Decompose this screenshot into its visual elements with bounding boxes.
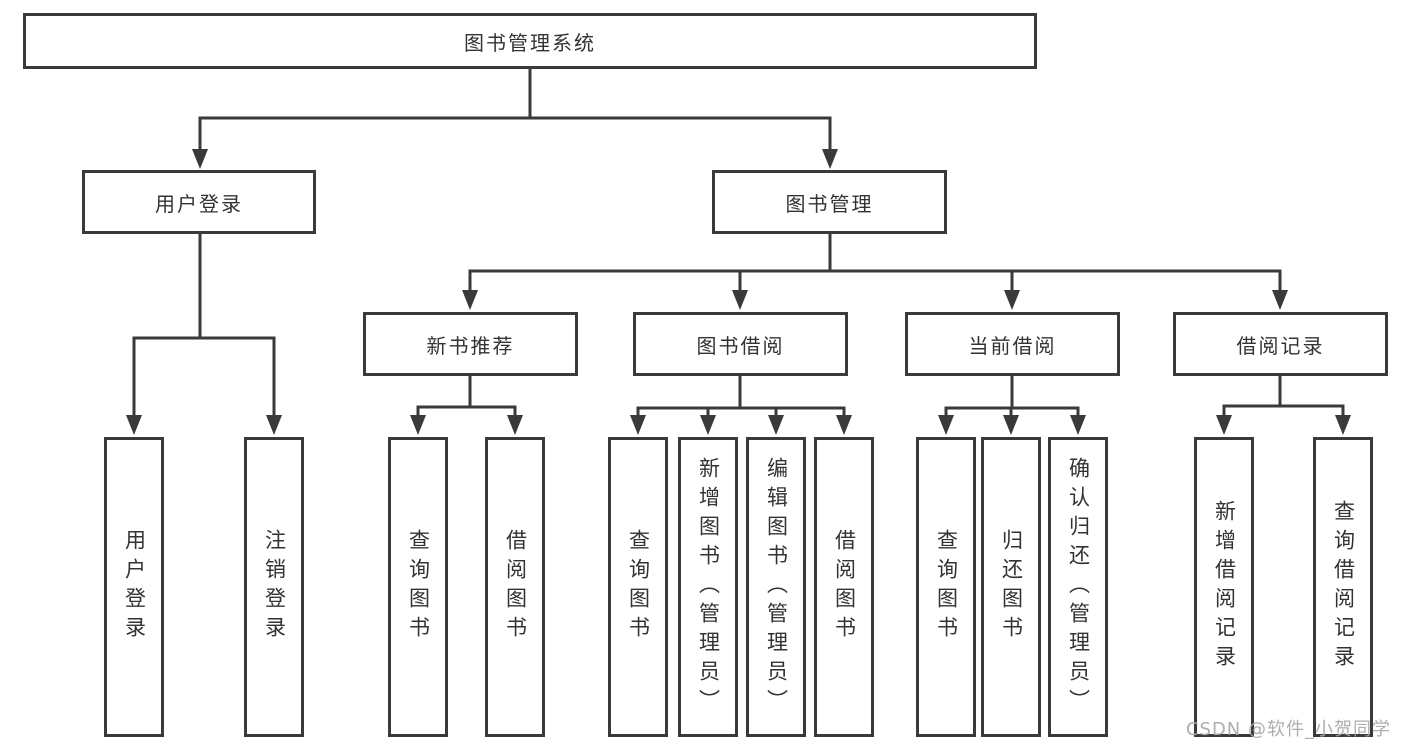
csdn-watermark: CSDN @软件_小贺同学 <box>1185 719 1391 740</box>
leaf-logout: 注销登录 <box>244 437 304 737</box>
leaf-query-borrow-record: 查询借阅记录 <box>1313 437 1373 737</box>
leaf-confirm-return-admin: 确认归还（管理员） <box>1048 437 1108 737</box>
node-library-management-system: 图书管理系统 <box>23 13 1037 69</box>
leaf-user-login: 用户登录 <box>104 437 164 737</box>
node-book-management: 图书管理 <box>712 170 947 234</box>
leaf-add-borrow-record: 新增借阅记录 <box>1194 437 1254 737</box>
leaf-query-books-borrowing: 查询图书 <box>608 437 668 737</box>
node-new-book-recommendation: 新书推荐 <box>363 312 578 376</box>
leaf-query-books-current: 查询图书 <box>916 437 976 737</box>
node-current-borrowing: 当前借阅 <box>905 312 1120 376</box>
leaf-borrow-books-recommend: 借阅图书 <box>485 437 545 737</box>
leaf-query-books-recommend: 查询图书 <box>388 437 448 737</box>
leaf-return-books: 归还图书 <box>981 437 1041 737</box>
leaf-add-books-admin: 新增图书（管理员） <box>678 437 738 737</box>
node-borrowing-records: 借阅记录 <box>1173 312 1388 376</box>
node-book-borrowing: 图书借阅 <box>633 312 848 376</box>
leaf-borrow-books-borrowing: 借阅图书 <box>814 437 874 737</box>
leaf-edit-books-admin: 编辑图书（管理员） <box>746 437 806 737</box>
node-user-login: 用户登录 <box>82 170 316 234</box>
